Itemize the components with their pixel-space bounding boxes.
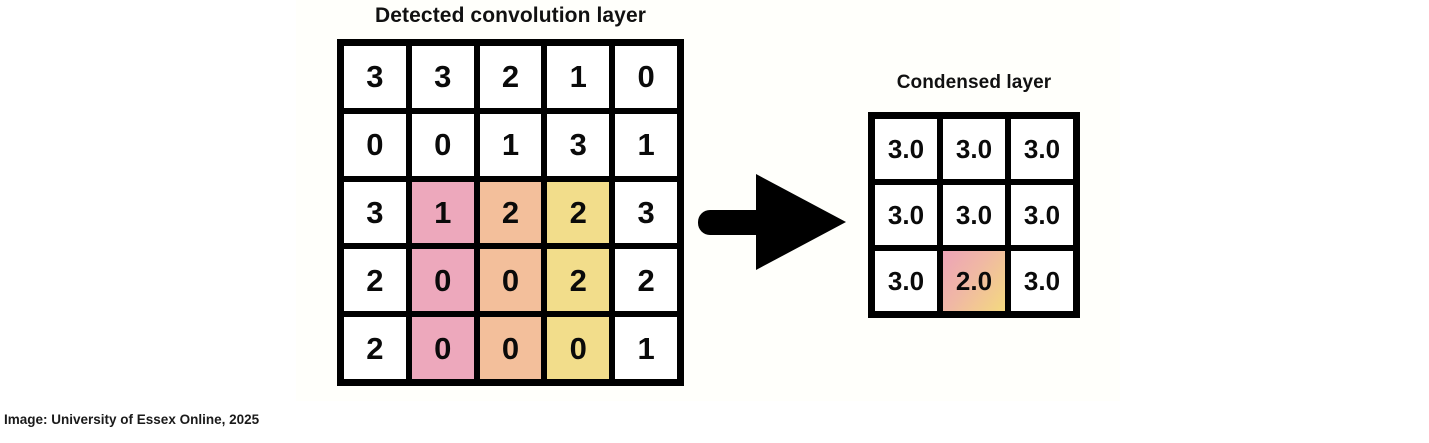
detected-layer-cell: 0 <box>344 113 406 176</box>
detected-layer-cell: 0 <box>411 249 474 312</box>
image-credit-caption: Image: University of Essex Online, 2025 <box>4 412 260 427</box>
right-arrow-icon <box>698 174 846 270</box>
detected-layer-cell: 3 <box>411 46 474 108</box>
detected-layer-cell: 2 <box>479 46 542 108</box>
detected-layer-cell: 2 <box>547 181 610 244</box>
detected-layer-cell: 0 <box>479 317 542 379</box>
condensed-layer-cell: 2.0 <box>943 251 1005 311</box>
detected-layer-cell: 0 <box>547 317 610 379</box>
condensed-layer-cell: 3.0 <box>1011 185 1073 245</box>
detected-layer-cell: 0 <box>411 113 474 176</box>
condensed-layer-cell: 3.0 <box>943 119 1005 179</box>
condensed-layer-cell: 3.0 <box>875 119 937 179</box>
condensed-layer-cell: 3.0 <box>875 251 937 311</box>
detected-layer-cell: 3 <box>547 113 610 176</box>
detected-layer-cell: 1 <box>479 113 542 176</box>
condensed-layer-cell: 3.0 <box>1011 119 1073 179</box>
detected-layer-cell: 1 <box>547 46 610 108</box>
condensed-layer-title: Condensed layer <box>896 72 1052 93</box>
condensed-layer-cell: 3.0 <box>1011 251 1073 311</box>
detected-convolution-layer-title: Detected convolution layer <box>375 4 646 27</box>
detected-layer-cell: 0 <box>479 249 542 312</box>
detected-layer-cell: 2 <box>547 249 610 312</box>
detected-layer-cell: 2 <box>615 249 677 312</box>
condensed-layer-cell: 3.0 <box>875 185 937 245</box>
detected-layer-cell: 2 <box>344 317 406 379</box>
detected-layer-cell: 2 <box>344 249 406 312</box>
detected-layer-cell: 1 <box>615 317 677 379</box>
detected-layer-cell: 0 <box>411 317 474 379</box>
detected-layer-cell: 3 <box>615 181 677 244</box>
detected-layer-cell: 2 <box>479 181 542 244</box>
detected-layer-cell: 3 <box>344 181 406 244</box>
detected-layer-cell: 1 <box>411 181 474 244</box>
detected-layer-cell: 1 <box>615 113 677 176</box>
condensed-layer-cell: 3.0 <box>943 185 1005 245</box>
detected-layer-cell: 3 <box>344 46 406 108</box>
detected-layer-cell: 0 <box>615 46 677 108</box>
